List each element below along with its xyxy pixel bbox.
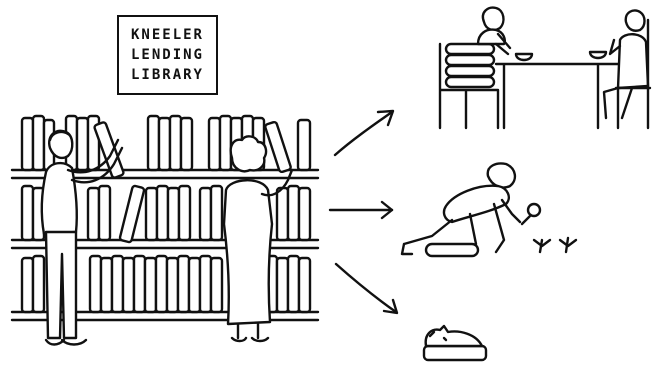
arrows [330, 111, 397, 313]
cat-scene [424, 326, 486, 360]
kneeler-cushion [424, 346, 486, 360]
kneeler-lending-library-sign: KNEELER LENDING LIBRARY [117, 15, 218, 95]
seedlings [534, 238, 576, 252]
sign-line-3: LIBRARY [131, 65, 204, 85]
arrow-to-cat [336, 264, 396, 312]
sign-line-2: LENDING [131, 45, 204, 65]
table-scene [440, 8, 650, 128]
sign-line-1: KNEELER [131, 25, 204, 45]
garden-scene [402, 164, 576, 257]
sleeping-cat [426, 326, 482, 346]
arrow-to-table [335, 112, 392, 155]
kneeler-pad [426, 244, 478, 256]
